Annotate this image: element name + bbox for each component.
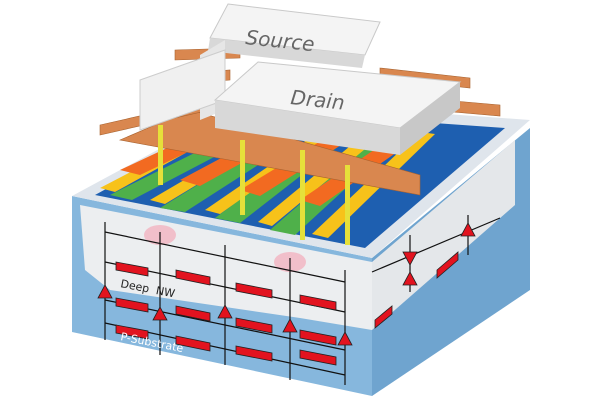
resistors [115,251,459,366]
vias [158,125,350,245]
drain-label: Drain [289,85,345,115]
source-plate [139,3,381,131]
diodes [97,222,476,346]
drain-plate [213,61,462,155]
